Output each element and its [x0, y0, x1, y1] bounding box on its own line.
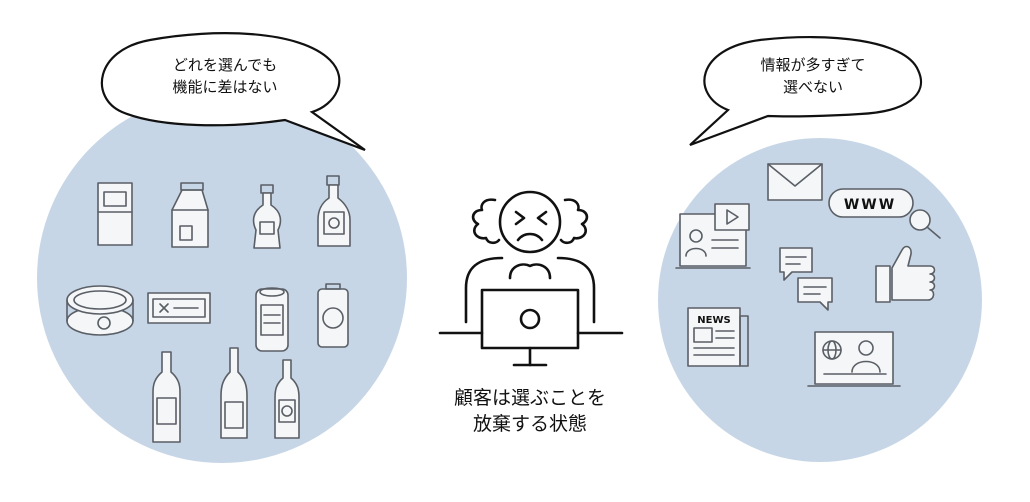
left-steam-icon	[471, 198, 501, 245]
frown-mouth	[516, 232, 544, 242]
www-text: WWW	[844, 197, 896, 213]
frustrated-person-illustration	[438, 190, 624, 367]
product-label-icon	[147, 292, 211, 324]
news-text: NEWS	[697, 315, 730, 326]
dressing-bottle-icon	[252, 184, 282, 249]
left-speech-bubble: どれを選んでも 機能に差はない	[100, 32, 366, 152]
laptop-screen	[480, 288, 580, 350]
left-arm	[464, 256, 504, 324]
sake-bottle-icon	[220, 347, 248, 439]
right-steam-icon	[559, 198, 589, 245]
drink-can-icon	[255, 287, 289, 352]
chat-bubbles-icon	[779, 247, 833, 311]
left-eye	[514, 210, 526, 226]
newspaper-icon: NEWS	[687, 307, 749, 367]
left-bubble-line2: 機能に差はない	[172, 78, 277, 96]
right-arm	[556, 256, 596, 324]
right-speech-bubble: 情報が多すぎて 選べない	[689, 36, 923, 147]
person-head	[498, 190, 562, 254]
milk-carton-icon	[97, 182, 133, 246]
juice-carton-icon	[171, 182, 209, 248]
beer-bottle-icon	[274, 359, 300, 439]
hands	[508, 263, 552, 280]
video-webpage-icon	[675, 203, 751, 269]
thumbs-up-icon	[875, 245, 936, 303]
caption-line1: 顧客は選ぶことを	[454, 387, 606, 409]
right-bubble-line2: 選べない	[783, 78, 843, 96]
soda-can-icon	[317, 283, 349, 348]
news-broadcast-icon	[807, 331, 901, 387]
caption-line2: 放棄する状態	[473, 413, 587, 435]
wine-bottle-icon	[152, 351, 181, 443]
envelope-icon	[767, 163, 823, 201]
right-eye	[536, 210, 548, 226]
right-bubble-line1: 情報が多すぎて	[760, 56, 865, 74]
www-search-icon: WWW	[828, 188, 941, 239]
left-bubble-line1: どれを選んでも	[173, 56, 277, 74]
canned-tuna-icon	[66, 285, 134, 336]
laptop-camera-icon	[519, 308, 541, 330]
sauce-bottle-icon	[317, 175, 351, 247]
